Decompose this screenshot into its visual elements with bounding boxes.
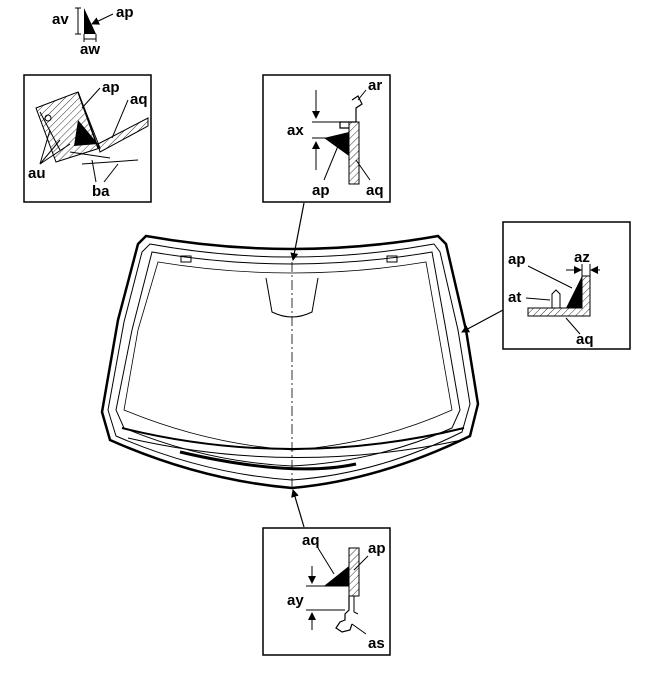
detail-tc-label-aq: aq <box>366 182 384 199</box>
detail-box-bottom: aq ap ay as <box>262 527 391 656</box>
detail-r-label-aq: aq <box>576 331 594 348</box>
detail-b-label-aq: aq <box>302 532 320 549</box>
detail-b-label-ap: ap <box>368 540 386 557</box>
detail-b-label-as: as <box>368 635 385 652</box>
adhesive-size-legend: av ap aw <box>52 4 134 58</box>
detail-tc-label-ap: ap <box>312 182 330 199</box>
windshield <box>100 234 480 490</box>
legend-label-aw: aw <box>80 41 100 58</box>
detail-r-label-at: at <box>508 289 521 306</box>
detail-box-right: ap az at aq <box>502 221 631 350</box>
legend-label-av: av <box>52 11 69 28</box>
detail-tc-label-ax: ax <box>287 122 304 139</box>
detail-tl-label-aq: aq <box>130 91 148 108</box>
detail-r-label-az: az <box>574 249 590 266</box>
detail-tl-label-ba: ba <box>92 183 110 200</box>
adhesive-triangle-icon <box>84 8 96 34</box>
detail-tl-label-ap: ap <box>102 79 120 96</box>
detail-r-label-ap: ap <box>508 251 526 268</box>
callout-arrows <box>290 202 504 528</box>
detail-box-top-left: ap aq au ba <box>23 74 152 203</box>
detail-b-label-ay: ay <box>287 592 304 609</box>
legend-label-ap: ap <box>116 4 134 21</box>
detail-tc-label-ar: ar <box>368 77 382 94</box>
detail-box-top-center: ar ax ap aq <box>262 74 391 203</box>
detail-tl-label-au: au <box>28 165 46 182</box>
